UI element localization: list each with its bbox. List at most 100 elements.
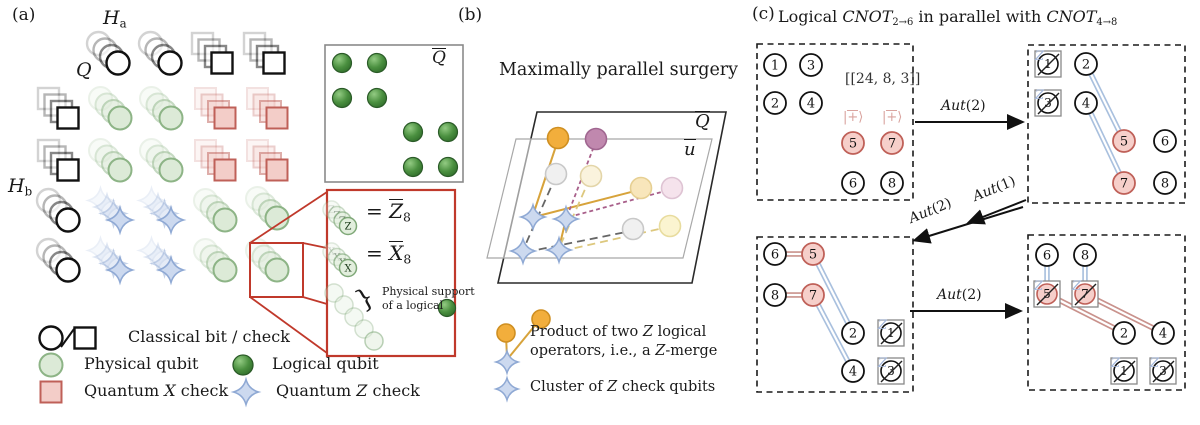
svg-text:6: 6 <box>771 248 779 263</box>
measured-qubit-5: 5Z <box>1033 279 1061 308</box>
panel-c-title: Logical CNOT2→6 in parallel with CNOT4→8 <box>778 7 1118 28</box>
zc-stack <box>104 204 136 236</box>
legend-zmerge-line1: Product of two Z logical <box>530 324 707 340</box>
plus-state-ket-7: |+⟩ <box>882 110 903 125</box>
pq-stack <box>264 257 290 283</box>
pq-stack <box>107 157 133 183</box>
svg-text:3: 3 <box>887 364 895 378</box>
qubit-node-2: 2 <box>1112 321 1136 345</box>
svg-text:6: 6 <box>849 177 857 192</box>
z-check-cluster-diamond <box>551 204 581 234</box>
qubit-node-7: 7 <box>801 283 825 307</box>
cbit-stack <box>157 50 183 76</box>
surgery-edge <box>567 140 597 215</box>
qubit-node-8: 8 <box>763 283 787 307</box>
svg-text:1: 1 <box>887 326 895 340</box>
zc-stack <box>155 254 187 286</box>
qubit-node-8: 8 <box>1073 243 1097 267</box>
panel-c-label: (c) <box>752 4 775 24</box>
pq-stack <box>212 257 238 283</box>
z-measurement-glyph: Z <box>877 356 888 371</box>
qubit-node-4: 4 <box>799 91 823 115</box>
xc-stack <box>265 158 289 182</box>
xc-stack <box>213 106 237 130</box>
z-measurement-glyph: Z <box>1110 356 1121 371</box>
logical-operator-node <box>579 164 603 188</box>
svg-text:5: 5 <box>809 248 817 263</box>
z-measurement-glyph: Z <box>1149 356 1160 371</box>
legend-physical-qubit: Physical qubit <box>84 354 199 373</box>
logical-qubit-dot <box>402 121 424 143</box>
legend-merge-line <box>509 322 538 357</box>
qubit-node-2: 2 <box>763 91 787 115</box>
logical-operator-node <box>544 162 568 186</box>
z-check-cluster-diamond <box>544 235 574 265</box>
z-check-cluster-diamond <box>508 236 538 266</box>
zc-stack <box>155 204 187 236</box>
svg-text:5: 5 <box>1043 287 1051 301</box>
qubit-node-3: 3 <box>799 53 823 77</box>
legend-lq-icon <box>232 354 254 376</box>
legend-logical-qubit: Logical qubit <box>272 354 379 373</box>
panel-b-label: (b) <box>458 5 483 25</box>
ccheck-stack <box>56 158 80 182</box>
svg-text:7: 7 <box>888 137 896 152</box>
panel-a-label: (a) <box>12 5 36 25</box>
double-edge-gap <box>812 253 854 334</box>
svg-text:4: 4 <box>849 365 857 380</box>
svg-text:1: 1 <box>1044 57 1052 71</box>
z-measurement-glyph: Z <box>1071 279 1082 294</box>
xc-stack <box>213 158 237 182</box>
qubit-node-8: 8 <box>880 171 904 195</box>
measured-qubit-1: 1Z <box>1034 49 1062 78</box>
qubit-node-8: 8 <box>1153 171 1177 195</box>
operator-stack-icon: Z <box>322 200 341 219</box>
legend-xc-icon <box>39 380 63 404</box>
surgery-edge <box>561 226 669 252</box>
logical-qubit-dot <box>437 156 459 178</box>
svg-text:8: 8 <box>1081 249 1089 264</box>
qubit-node-6: 6 <box>1153 129 1177 153</box>
svg-text:6: 6 <box>1161 135 1169 150</box>
code-parameters: [[24, 8, 3]] <box>845 71 921 87</box>
svg-text:8: 8 <box>771 289 779 304</box>
svg-text:Z: Z <box>345 222 352 233</box>
surgery-edge <box>568 189 670 218</box>
legend-x-check: Quantum X check <box>84 381 229 400</box>
callout-line <box>302 242 328 249</box>
qubit-node-5: 5 <box>1112 129 1136 153</box>
support-note-line2: of a logical <box>382 299 444 312</box>
measured-qubit-3: 3Z <box>1149 356 1177 385</box>
svg-text:6: 6 <box>1043 249 1051 264</box>
logical-operator-node <box>629 176 653 200</box>
plane-qbar-label: Q <box>695 111 710 132</box>
qubit-node-2: 2 <box>841 321 865 345</box>
z-measurement-glyph: Z <box>1034 49 1045 64</box>
legend-z-cluster-icon <box>493 375 521 403</box>
plus-state-ket-5: |+⟩ <box>843 110 864 125</box>
z-measurement-glyph: Z <box>1034 88 1045 103</box>
logical-qubit-dot <box>437 298 457 318</box>
svg-text:Z: Z <box>328 205 335 216</box>
legend-cbit-icon <box>38 325 64 351</box>
qubit-node-5: 5 <box>801 242 825 266</box>
measured-qubit-1: 1Z <box>877 318 905 347</box>
callout-line <box>249 191 328 244</box>
logical-qubit-dot <box>402 156 424 178</box>
svg-text:2: 2 <box>1120 327 1128 342</box>
logical-qubit-dot <box>366 87 388 109</box>
panel-b-title: Maximally parallel surgery <box>499 60 739 80</box>
logical-operator-node <box>621 217 645 241</box>
operator-stack-icon: X <box>322 242 341 261</box>
pq-stack <box>107 105 133 131</box>
ccheck-stack <box>56 106 80 130</box>
support-stack-circle <box>334 295 354 315</box>
logical-qubit-dot <box>437 121 459 143</box>
svg-text:3: 3 <box>807 59 815 74</box>
double-edge-gap <box>1085 63 1125 142</box>
callout-line <box>302 296 328 305</box>
surgery-edge <box>533 189 640 218</box>
qubit-node-2: 2 <box>1074 52 1098 76</box>
logical-qubit-dot <box>331 52 353 74</box>
pq-stack <box>212 207 238 233</box>
